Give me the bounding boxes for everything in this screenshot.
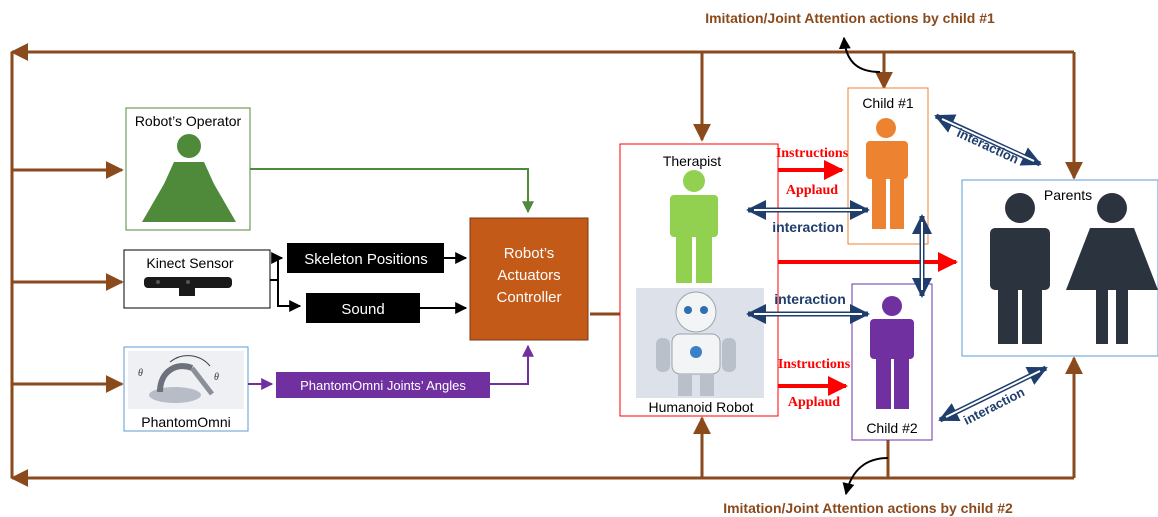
phantom-joints-label: PhantomOmni Joints’ Angles xyxy=(300,378,466,393)
controller-line3: Controller xyxy=(496,289,561,306)
applaud-bottom-label: Applaud xyxy=(788,395,840,410)
therapist-figure-icon xyxy=(670,170,718,283)
kinect-to-skeleton-arrow xyxy=(270,252,284,281)
kinect-label: Kinect Sensor xyxy=(146,255,233,271)
humanoid-robot-icon xyxy=(636,288,764,398)
father-figure-icon xyxy=(990,193,1050,344)
phantom-joints-box xyxy=(276,372,490,398)
child2-label: Child #2 xyxy=(866,420,918,436)
top-caption: Imitation/Joint Attention actions by chi… xyxy=(705,10,995,26)
phantom-label: PhantomOmni xyxy=(141,414,230,430)
interaction-robot-child2-label: interaction xyxy=(774,291,846,307)
child1-label: Child #1 xyxy=(862,95,914,111)
svg-text:θ: θ xyxy=(214,372,219,383)
phantomomni-device-icon: θ θ xyxy=(128,351,244,409)
bottom-caption: Imitation/Joint Attention actions by chi… xyxy=(723,500,1013,516)
controller-line2: Actuators xyxy=(497,267,560,284)
kinect-sensor-icon xyxy=(144,277,232,296)
child1-figure-icon xyxy=(866,118,908,229)
operator-to-controller-arrow xyxy=(250,168,534,214)
sound-label: Sound xyxy=(341,301,384,318)
feedback-loop xyxy=(10,43,1083,487)
sound-box xyxy=(306,293,420,323)
controller-line1: Robot’s xyxy=(504,245,555,262)
child2-action-arrow xyxy=(842,457,889,496)
skeleton-box xyxy=(287,243,444,273)
therapist-label: Therapist xyxy=(663,153,721,169)
operator-label: Robot’s Operator xyxy=(135,113,242,129)
child1-action-arrow xyxy=(838,36,881,73)
parents-label: Parents xyxy=(1044,187,1092,203)
robot-label: Humanoid Robot xyxy=(648,399,753,415)
skeleton-label: Skeleton Positions xyxy=(304,251,427,268)
interaction-therapist-child1-label: interaction xyxy=(772,219,844,235)
joints-to-controller-arrow xyxy=(490,344,534,385)
interaction-child1-parents-label: interaction xyxy=(955,125,1022,167)
instructions-bottom-label: Instructions xyxy=(778,357,851,372)
applaud-top-label: Applaud xyxy=(786,183,838,198)
svg-text:θ: θ xyxy=(138,368,143,379)
kinect-to-sound-arrow xyxy=(277,280,302,312)
mother-figure-icon xyxy=(1066,193,1158,344)
instructions-top-label: Instructions xyxy=(776,146,849,161)
child2-figure-icon xyxy=(870,296,914,409)
controller-box xyxy=(469,217,589,341)
operator-figure-icon xyxy=(142,134,236,222)
